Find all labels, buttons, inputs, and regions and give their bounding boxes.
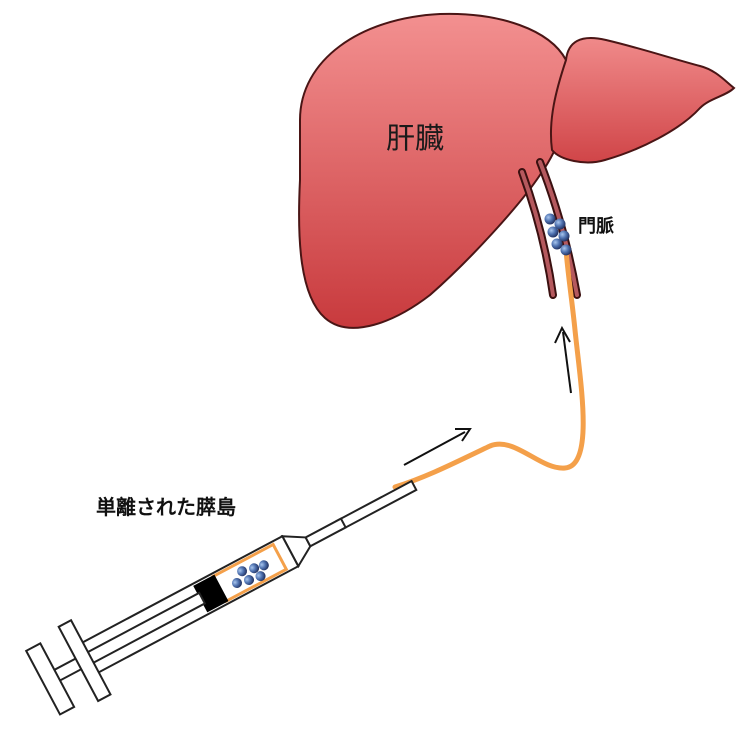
arrow-icon	[555, 328, 571, 393]
liver-left-lobe	[551, 38, 734, 162]
liver-organ-icon	[299, 14, 734, 328]
portal-vein-label: 門脈	[578, 212, 614, 238]
liver-label: 肝臓	[386, 115, 444, 157]
syringe-icon	[23, 448, 433, 719]
isolated-islets-label: 単離された膵島	[96, 491, 236, 520]
liver-right-lobe	[299, 14, 570, 328]
